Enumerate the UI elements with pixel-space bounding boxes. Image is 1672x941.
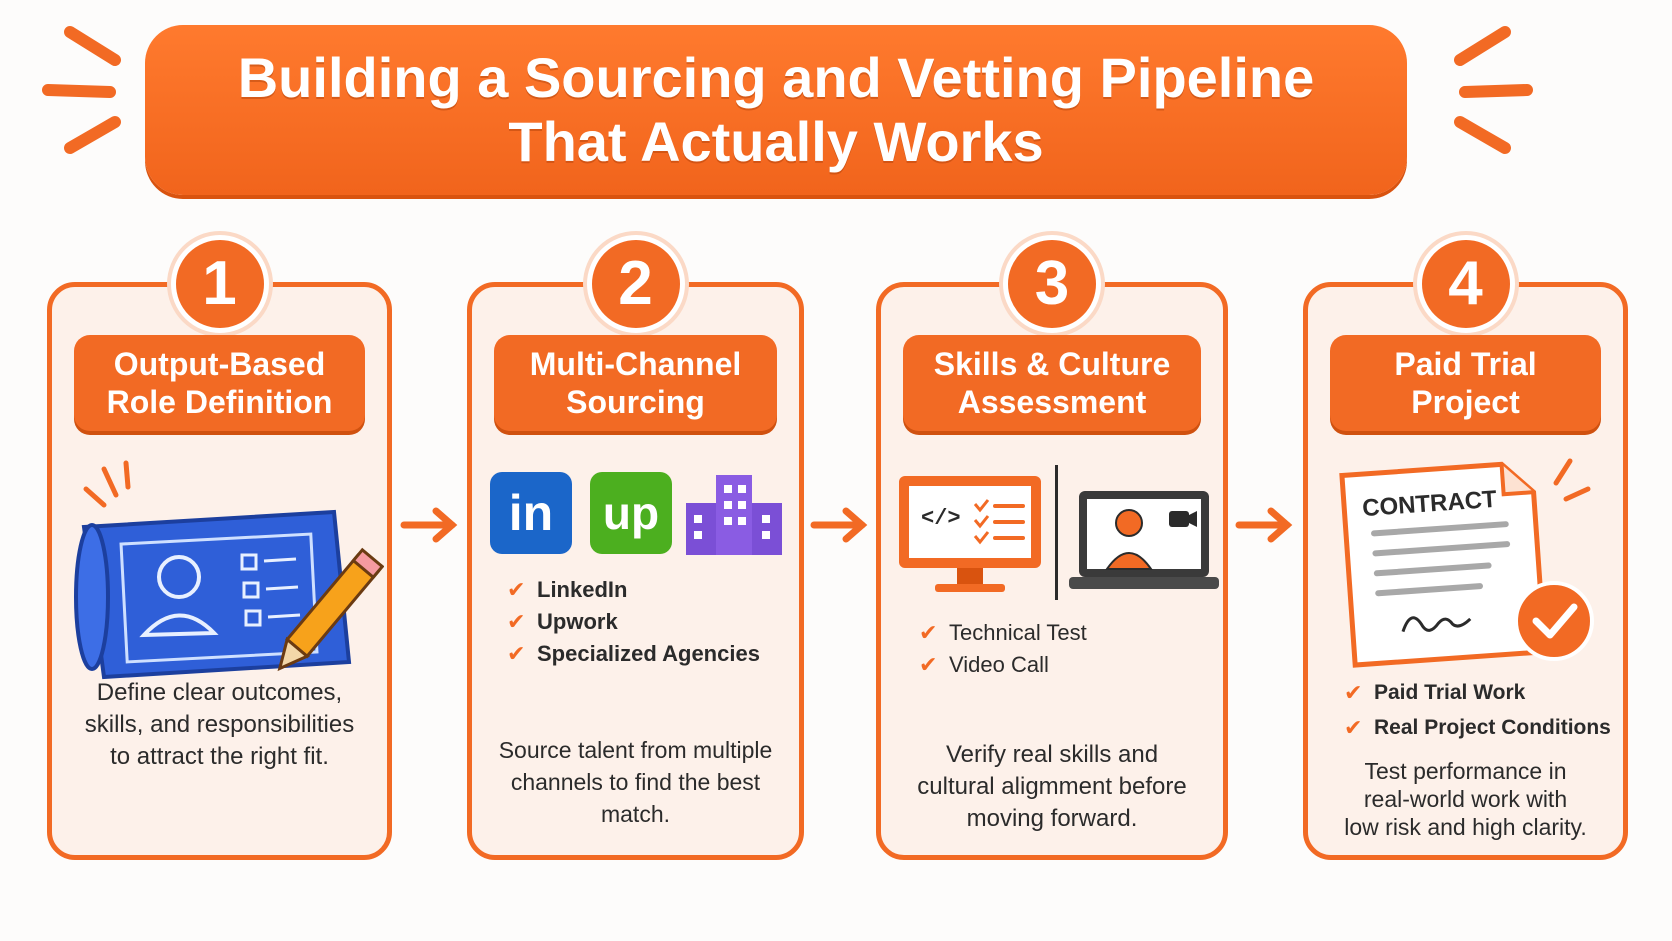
step-description: Source talent from multiple channels to … xyxy=(498,737,773,827)
building-icon xyxy=(686,475,782,555)
step-heading-text: Multi-Channel Sourcing xyxy=(529,346,742,420)
title-banner: Building a Sourcing and Vetting Pipeline… xyxy=(145,25,1407,195)
step-heading: Paid Trial Project xyxy=(1330,335,1601,431)
divider xyxy=(1055,465,1058,600)
check-icon: ✔ xyxy=(507,609,526,634)
list-item: ✔LinkedIn xyxy=(507,577,628,602)
step-description: Test performance in real-world work with… xyxy=(1344,758,1587,840)
step-number-badge: 4 xyxy=(1416,235,1515,333)
step-heading: Multi-Channel Sourcing xyxy=(494,335,777,431)
list-item: ✔Specialized Agencies xyxy=(507,641,760,666)
arrow-right-icon xyxy=(1235,507,1293,543)
check-icon: ✔ xyxy=(1344,715,1363,740)
step-card-3: 3 Skills & Culture Assessment </> ✔Techn… xyxy=(876,235,1228,860)
step-description: Verify real skills and cultural aligmmen… xyxy=(917,741,1187,832)
burst-right-icon xyxy=(1454,26,1533,154)
check-icon: ✔ xyxy=(507,641,526,666)
list-item: ✔Video Call xyxy=(919,652,1049,677)
page-title: Building a Sourcing and Vetting Pipeline… xyxy=(237,46,1315,173)
signed-contract-icon: CONTRACT xyxy=(1339,458,1594,668)
list-item: ✔Technical Test xyxy=(919,620,1087,645)
step-checklist: ✔Paid Trial Work ✔Real Project Condition… xyxy=(1344,675,1611,745)
arrow-right-icon xyxy=(400,507,458,543)
upwork-logo-icon: up xyxy=(590,472,672,554)
step-checklist: ✔LinkedIn ✔Upwork ✔Specialized Agencies xyxy=(507,573,760,671)
linkedin-logo-icon: in xyxy=(490,472,572,554)
check-icon: ✔ xyxy=(919,652,938,677)
step-card-2: 2 Multi-Channel Sourcing in up ✔LinkedIn… xyxy=(467,235,804,860)
step-number-badge: 1 xyxy=(170,235,269,333)
step-heading: Output-Based Role Definition xyxy=(74,335,365,431)
step-number-badge: 3 xyxy=(1003,235,1101,333)
blueprint-with-pencil-icon xyxy=(74,460,384,680)
check-icon: ✔ xyxy=(919,620,938,645)
step-heading: Skills & Culture Assessment xyxy=(903,335,1201,431)
step-heading-text: Skills & Culture Assessment xyxy=(933,346,1171,420)
list-item: ✔Paid Trial Work xyxy=(1344,680,1526,705)
check-icon: ✔ xyxy=(1344,680,1363,705)
step-heading-text: Output-Based Role Definition xyxy=(106,346,333,420)
arrow-right-icon xyxy=(810,507,868,543)
step-number-badge: 2 xyxy=(586,235,685,333)
code-symbol: </> xyxy=(921,506,961,531)
check-icon: ✔ xyxy=(507,577,526,602)
video-call-laptop-icon xyxy=(1069,491,1219,589)
step-checklist: ✔Technical Test ✔Video Call xyxy=(919,617,1087,681)
step-card-4: 4 Paid Trial Project CONTRACT ✔Paid Tria… xyxy=(1303,235,1628,860)
code-monitor-icon: </> xyxy=(899,476,1041,592)
step-card-1: 1 Output-Based Role Definition Define cl… xyxy=(47,235,392,860)
list-item: ✔Real Project Conditions xyxy=(1344,715,1611,740)
step-heading-text: Paid Trial Project xyxy=(1394,346,1537,420)
step-description: Define clear outcomes, skills, and respo… xyxy=(84,679,355,770)
list-item: ✔Upwork xyxy=(507,609,618,634)
burst-left-icon xyxy=(42,26,121,154)
